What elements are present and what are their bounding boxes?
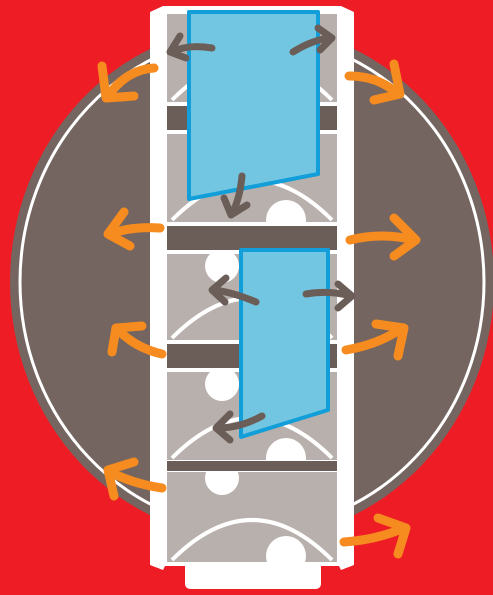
curved-arrow-icon — [345, 213, 421, 261]
curved-arrow-icon — [341, 319, 409, 361]
divider — [167, 461, 337, 471]
curved-arrow-icon — [344, 59, 405, 105]
curved-arrow-icon — [212, 410, 266, 444]
curved-arrow-icon — [166, 32, 216, 62]
curved-arrow-icon — [339, 513, 411, 559]
curved-arrow-icon — [220, 172, 251, 219]
curved-arrow-icon — [107, 321, 167, 359]
frame-base-tab — [185, 560, 321, 589]
frame-left-rail — [150, 6, 167, 570]
divider — [167, 226, 337, 250]
vane-upper — [187, 10, 320, 201]
vane-lower — [239, 248, 330, 439]
curved-arrow-icon — [302, 280, 356, 312]
curved-arrow-icon — [103, 457, 167, 501]
compartment — [167, 472, 337, 562]
curved-arrow-icon — [289, 24, 336, 56]
curved-arrow-icon — [97, 61, 159, 103]
curved-arrow-icon — [103, 207, 165, 251]
curved-arrow-icon — [208, 274, 260, 306]
